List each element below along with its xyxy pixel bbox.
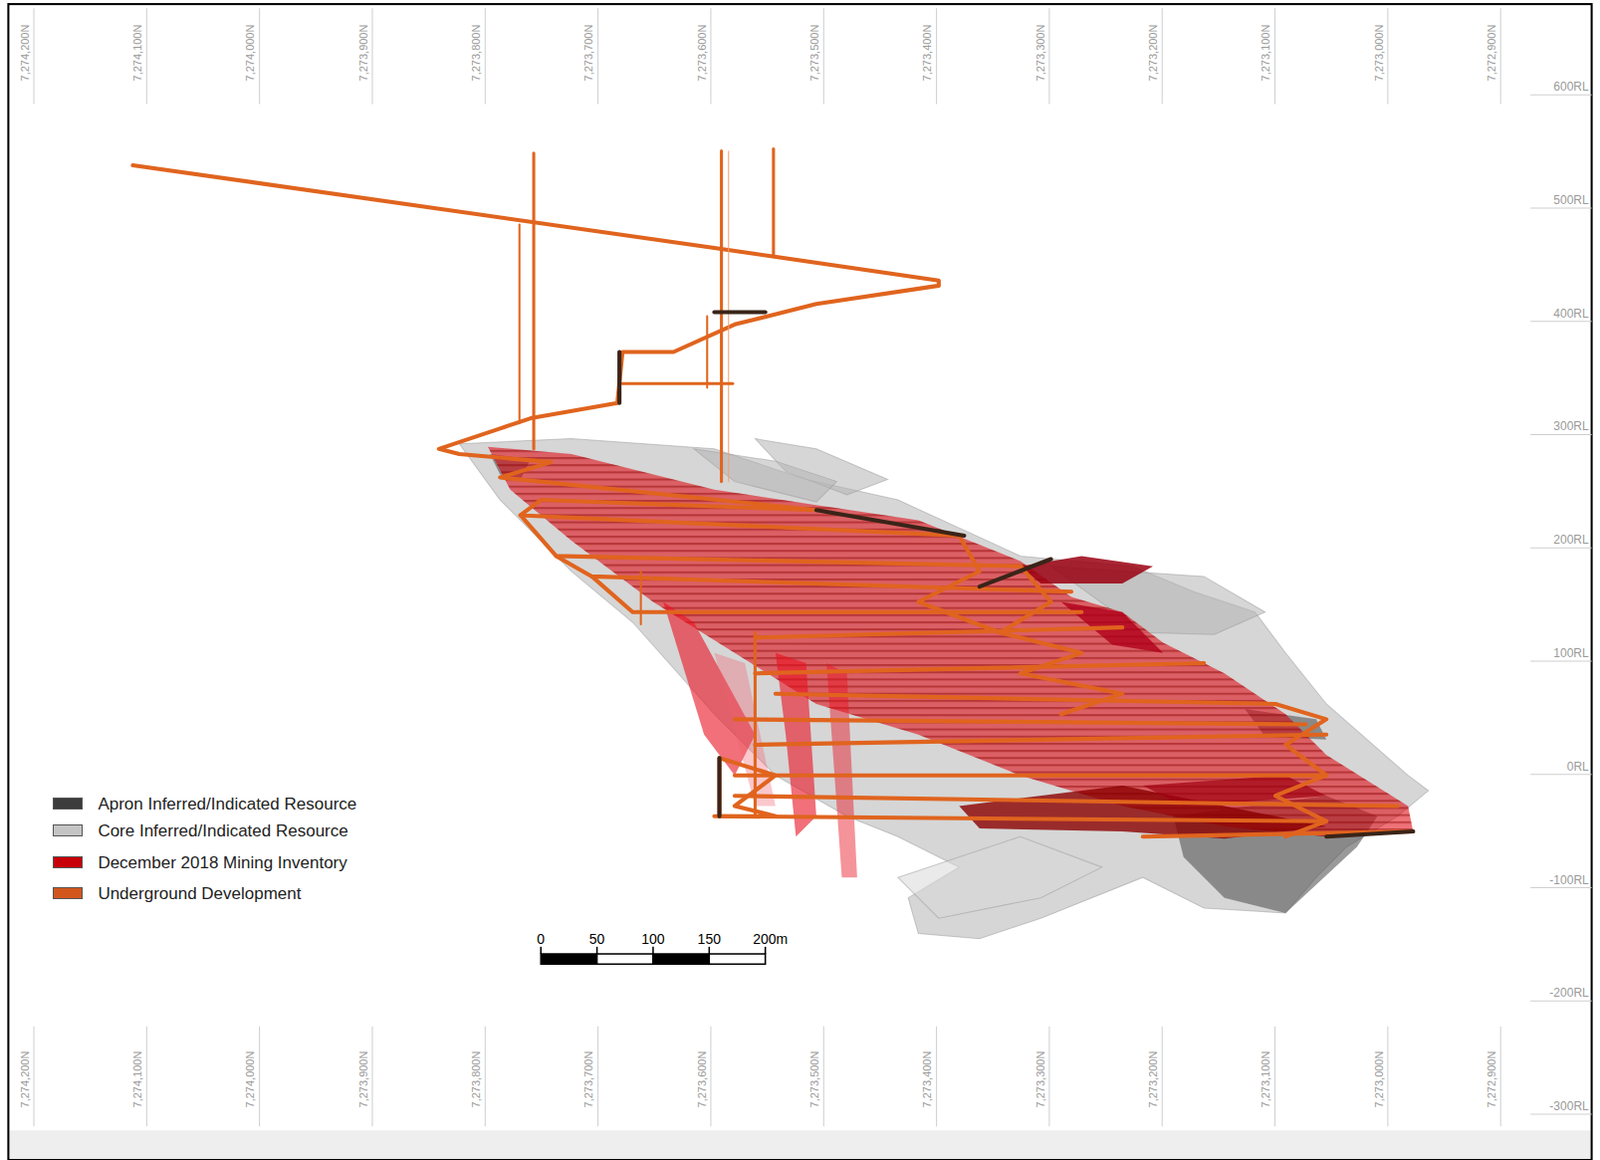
northing-label: 7,272,900N <box>1486 24 1498 82</box>
legend-item: December 2018 Mining Inventory <box>52 854 302 872</box>
grid-tick <box>1048 7 1050 104</box>
northing-label: 7,273,300N <box>1034 24 1046 82</box>
grid-tick <box>146 1026 148 1127</box>
northing-label: 7,274,100N <box>131 1051 143 1109</box>
grid-tick <box>1161 1026 1163 1127</box>
northing-label: 7,273,200N <box>1147 1051 1159 1109</box>
grid-tick <box>484 1026 486 1127</box>
scale-label: 0 <box>536 931 545 946</box>
elevation-label: 400RL <box>1553 307 1589 320</box>
grid-tick <box>1530 320 1592 322</box>
northing-label: 7,273,800N <box>470 24 482 82</box>
scale-label: 50 <box>589 931 606 946</box>
grid-tick <box>823 7 825 104</box>
elevation-label: -200RL <box>1549 986 1589 999</box>
grid-tick <box>371 1026 373 1127</box>
grid-tick <box>32 1026 34 1127</box>
grid-tick <box>1530 773 1592 775</box>
legend-swatch <box>52 797 83 810</box>
grid-tick <box>709 1026 711 1127</box>
northing-label: 7,273,500N <box>809 1051 821 1109</box>
northing-label: 7,273,600N <box>695 24 707 82</box>
northing-label: 7,273,100N <box>1260 24 1272 82</box>
elevation-label: 200RL <box>1553 533 1589 546</box>
grid-tick <box>935 1026 937 1127</box>
grid-tick <box>1530 660 1592 662</box>
grid-tick <box>32 7 34 104</box>
northing-label: 7,273,500N <box>809 24 821 82</box>
northing-label: 7,273,900N <box>357 24 369 82</box>
northing-label: 7,273,700N <box>583 24 595 82</box>
northing-label: 7,272,900N <box>1486 1051 1498 1109</box>
legend-text: Underground Development <box>97 885 301 903</box>
grid-tick <box>935 7 937 104</box>
grid-tick <box>1161 7 1163 104</box>
northing-label: 7,273,400N <box>921 24 933 82</box>
elevation-label: 100RL <box>1553 647 1589 660</box>
northing-label: 7,274,000N <box>244 1051 256 1109</box>
northing-label: 7,273,600N <box>695 1051 707 1109</box>
elevation-label: 500RL <box>1553 194 1589 207</box>
legend-swatch <box>52 856 83 869</box>
grid-tick <box>1530 887 1592 889</box>
grid-tick <box>1530 1000 1592 1002</box>
legend-text: Apron Inferred/Indicated Resource <box>97 795 357 813</box>
northing-label: 7,273,800N <box>470 1051 482 1109</box>
elevation-label: 0RL <box>1567 760 1590 773</box>
northing-label: 7,273,400N <box>921 1051 933 1109</box>
grid-tick <box>1274 1026 1276 1127</box>
grid-tick <box>1048 1026 1050 1127</box>
grid-tick <box>484 7 486 104</box>
northing-label: 7,274,000N <box>244 24 256 82</box>
northing-label: 7,273,100N <box>1260 1051 1272 1109</box>
grid-tick <box>1530 547 1592 549</box>
grid-tick <box>1530 208 1592 210</box>
legend-item: Underground Development <box>52 885 256 903</box>
grid-tick <box>709 7 711 104</box>
northing-label: 7,273,000N <box>1372 1051 1384 1109</box>
legend-item: Core Inferred/Indicated Resource <box>52 822 303 840</box>
grid-tick <box>1386 1026 1388 1127</box>
northing-label: 7,273,300N <box>1034 1051 1046 1109</box>
grid-tick <box>597 7 599 104</box>
northing-label: 7,273,200N <box>1147 24 1159 82</box>
elevation-label: 300RL <box>1553 420 1589 433</box>
grid-tick <box>1274 7 1276 104</box>
legend-text: Core Inferred/Indicated Resource <box>97 822 348 840</box>
northing-label: 7,274,100N <box>131 24 143 82</box>
grid-tick <box>371 7 373 104</box>
grid-tick <box>1530 94 1592 96</box>
grid-tick <box>258 7 260 104</box>
legend-swatch <box>52 887 83 900</box>
grid-tick <box>597 1026 599 1127</box>
grid-tick <box>1500 1026 1502 1127</box>
grid-tick <box>1530 1113 1592 1115</box>
northing-label: 7,274,200N <box>18 24 30 82</box>
grid-tick <box>823 1026 825 1127</box>
northing-label: 7,273,900N <box>357 1051 369 1109</box>
grid-tick <box>1500 7 1502 104</box>
legend-swatch <box>52 824 83 837</box>
grid-tick <box>1386 7 1388 104</box>
northing-label: 7,273,700N <box>583 1051 595 1109</box>
scale-label: 150 <box>697 931 721 946</box>
grid-tick <box>146 7 148 104</box>
elevation-label: -100RL <box>1549 874 1589 887</box>
legend-item: Apron Inferred/Indicated Resource <box>52 795 312 813</box>
scale-label: 200m <box>752 931 788 946</box>
scale-label: 100 <box>641 931 665 946</box>
northing-label: 7,274,200N <box>18 1051 30 1109</box>
grid-tick <box>258 1026 260 1127</box>
grid-tick <box>1530 434 1592 436</box>
elevation-label: -300RL <box>1549 1100 1589 1113</box>
northing-label: 7,273,000N <box>1372 24 1384 82</box>
elevation-label: 600RL <box>1553 80 1589 93</box>
legend-text: December 2018 Mining Inventory <box>97 854 347 872</box>
